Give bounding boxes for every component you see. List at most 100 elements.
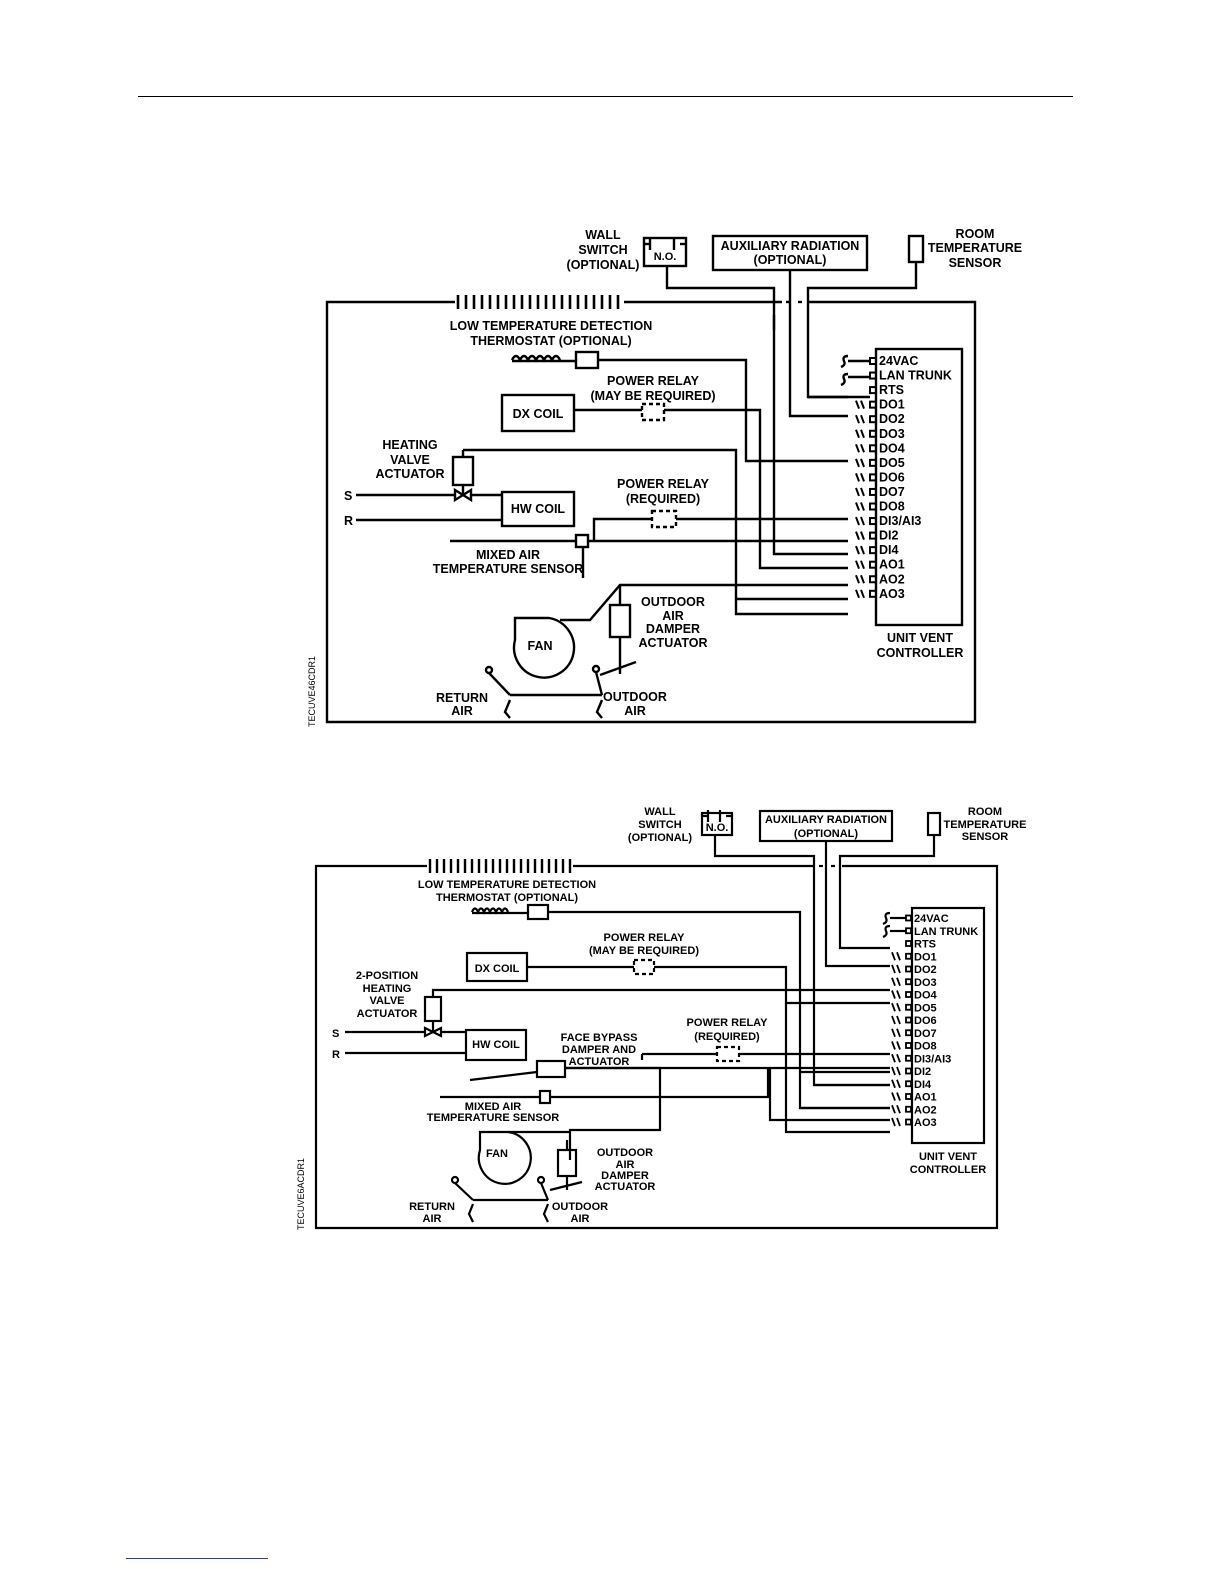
terminal-pin — [869, 487, 877, 496]
outdoor-damper2-label-3: DAMPER — [601, 1170, 649, 1182]
terminal-pin — [905, 1003, 912, 1011]
wire-tick — [860, 443, 865, 453]
terminal-label: DI2 — [914, 1066, 931, 1078]
outdoor-damper2-label-2: AIR — [616, 1159, 635, 1171]
terminal-label: AO2 — [879, 572, 905, 586]
wire-tick — [896, 951, 901, 961]
low-temp-label-2: THERMOSTAT (OPTIONAL) — [470, 334, 631, 348]
heating-valve2-label-3: VALVE — [369, 995, 404, 1007]
terminal-label: DI3/AI3 — [879, 514, 921, 528]
return-air2-label-2: AIR — [423, 1213, 442, 1225]
wire-tick — [860, 502, 865, 511]
terminal-label: RTS — [914, 939, 936, 951]
wire-tick — [860, 560, 865, 570]
terminal-label: DO1 — [914, 951, 937, 963]
wire-tick — [896, 1117, 901, 1127]
outdoor-damper2-label-1: OUTDOOR — [597, 1147, 653, 1159]
wall-switch-label-3: (OPTIONAL) — [567, 258, 640, 272]
terminal-pin — [869, 444, 877, 453]
wire-tick — [855, 414, 860, 424]
wire-tick — [855, 531, 860, 540]
mixed-air2-label-2: TEMPERATURE SENSOR — [427, 1112, 559, 1124]
wire-tick — [860, 473, 865, 482]
terminal-label: DO4 — [914, 990, 938, 1002]
face-bypass-label-3: ACTUATOR — [569, 1056, 630, 1068]
supply-s-label: S — [344, 489, 352, 503]
controller2-label-2: CONTROLLER — [910, 1164, 986, 1176]
aux-radiation2-label-1: AUXILIARY RADIATION — [765, 814, 887, 826]
dx-coil-label: DX COIL — [513, 407, 564, 421]
terminal-pin — [869, 357, 877, 365]
wire-tick — [855, 502, 860, 511]
terminal-label: LAN TRUNK — [879, 369, 952, 383]
outdoor-air-label-1: OUTDOOR — [603, 690, 667, 704]
outdoor-air2-label-1: OUTDOOR — [552, 1201, 608, 1213]
wire-tick — [896, 1066, 901, 1076]
outdoor-damper-label-2: AIR — [662, 609, 684, 623]
terminal-label: DO2 — [914, 964, 937, 976]
wire-tick — [896, 990, 901, 999]
wire-tick — [891, 1015, 896, 1025]
room-sensor-label-1: ROOM — [956, 227, 995, 241]
wire-tick — [891, 1002, 896, 1012]
wall-switch2-label-3: (OPTIONAL) — [628, 832, 692, 844]
outdoor-damper-label-3: DAMPER — [646, 622, 700, 636]
wire-tick — [891, 977, 896, 987]
terminal-label: 24VAC — [914, 913, 949, 925]
terminal-label: AO3 — [914, 1117, 937, 1129]
power-relay-may2-label-2: (MAY BE REQUIRED) — [589, 945, 699, 957]
wire-tick — [891, 1053, 896, 1063]
fan2-label: FAN — [486, 1148, 508, 1160]
aux-radiation-label-1: AUXILIARY RADIATION — [721, 239, 860, 253]
terminal-pin — [869, 575, 877, 584]
wire-tick — [891, 1092, 896, 1101]
outdoor-air-label-2: AIR — [624, 704, 646, 718]
wire-tick — [860, 589, 865, 599]
aux-radiation2-label-2: (OPTIONAL) — [794, 828, 858, 840]
power-relay-req2-label-1: POWER RELAY — [687, 1017, 769, 1029]
power-relay-may-label-1: POWER RELAY — [607, 374, 700, 388]
wire-tick — [855, 516, 860, 526]
low-temp-label-1: LOW TEMPERATURE DETECTION — [450, 319, 653, 333]
face-bypass-label-2: DAMPER AND — [562, 1044, 636, 1056]
wall-switch2-label-2: SWITCH — [638, 819, 681, 831]
wire-tick — [855, 487, 860, 497]
wire-tick — [860, 487, 865, 497]
wire-tick — [891, 1079, 896, 1089]
wire-tick — [891, 951, 896, 961]
terminal-label: AO1 — [914, 1092, 937, 1104]
mixed-air2-label-1: MIXED AIR — [465, 1101, 521, 1113]
terminal-label: DO6 — [914, 1015, 937, 1027]
room-sensor2-label-1: ROOM — [968, 806, 1002, 818]
terminal-label: DI2 — [879, 529, 899, 543]
terminal-pin — [905, 1054, 912, 1062]
return-air-label-2: AIR — [451, 704, 473, 718]
room-sensor2-label-2: TEMPERATURE — [944, 819, 1027, 831]
footnote-rule — [126, 1558, 268, 1559]
wire-tick — [891, 990, 896, 999]
controller-label-1: UNIT VENT — [887, 631, 953, 645]
terminal-pin — [905, 965, 912, 973]
room-sensor-label-3: SENSOR — [949, 256, 1002, 270]
heating-valve-label-1: HEATING — [382, 438, 437, 452]
wire-tick — [855, 429, 860, 439]
fan-label: FAN — [528, 639, 553, 653]
terminal-pin — [905, 1080, 912, 1088]
terminal-pin — [869, 473, 877, 482]
wire-tick — [860, 429, 865, 439]
wire-tick — [855, 545, 860, 555]
return-r2-label: R — [332, 1049, 340, 1061]
terminal-pin — [905, 1016, 912, 1024]
terminal-pin — [905, 927, 912, 935]
terminal-pin — [905, 940, 912, 947]
terminal-pin — [905, 1093, 912, 1100]
room-sensor2-label-3: SENSOR — [962, 831, 1009, 843]
wire-tick — [891, 964, 896, 974]
return-r-label: R — [344, 514, 353, 528]
wall-switch-label-1: WALL — [585, 228, 621, 242]
wire-tick — [896, 964, 901, 974]
terminal-label: AO3 — [879, 587, 905, 601]
controller-label-2: CONTROLLER — [877, 646, 964, 660]
wire-tick — [896, 1092, 901, 1101]
